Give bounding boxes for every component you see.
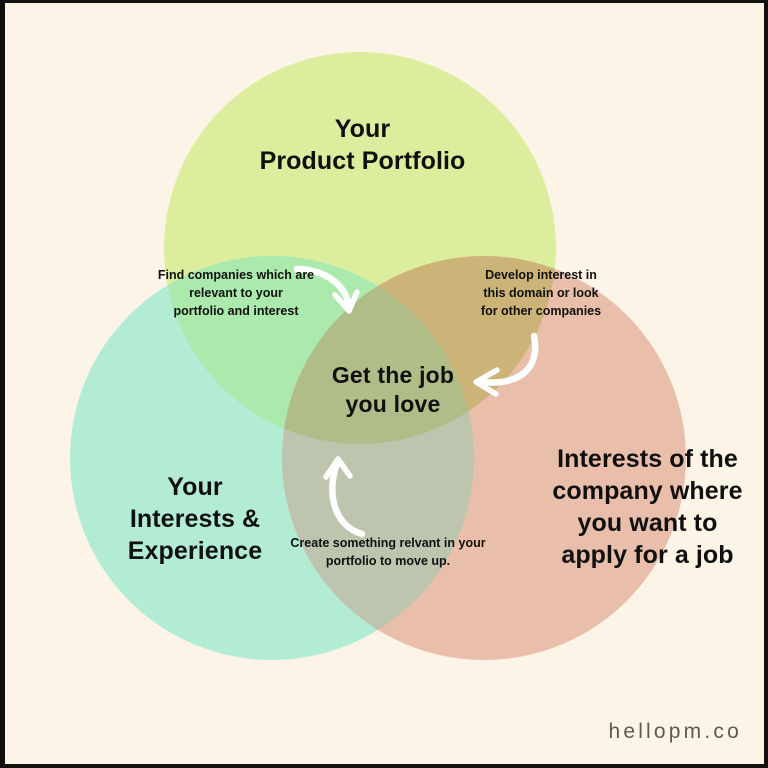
venn-diagram-graphic	[70, 52, 686, 660]
overlap-all-three	[282, 256, 474, 444]
arrow-bottom-to-center	[323, 456, 366, 538]
watermark-hellopm: hellopm.co	[608, 720, 742, 743]
arrow-left-to-center	[293, 265, 360, 314]
arrow-right-to-center	[473, 332, 539, 397]
